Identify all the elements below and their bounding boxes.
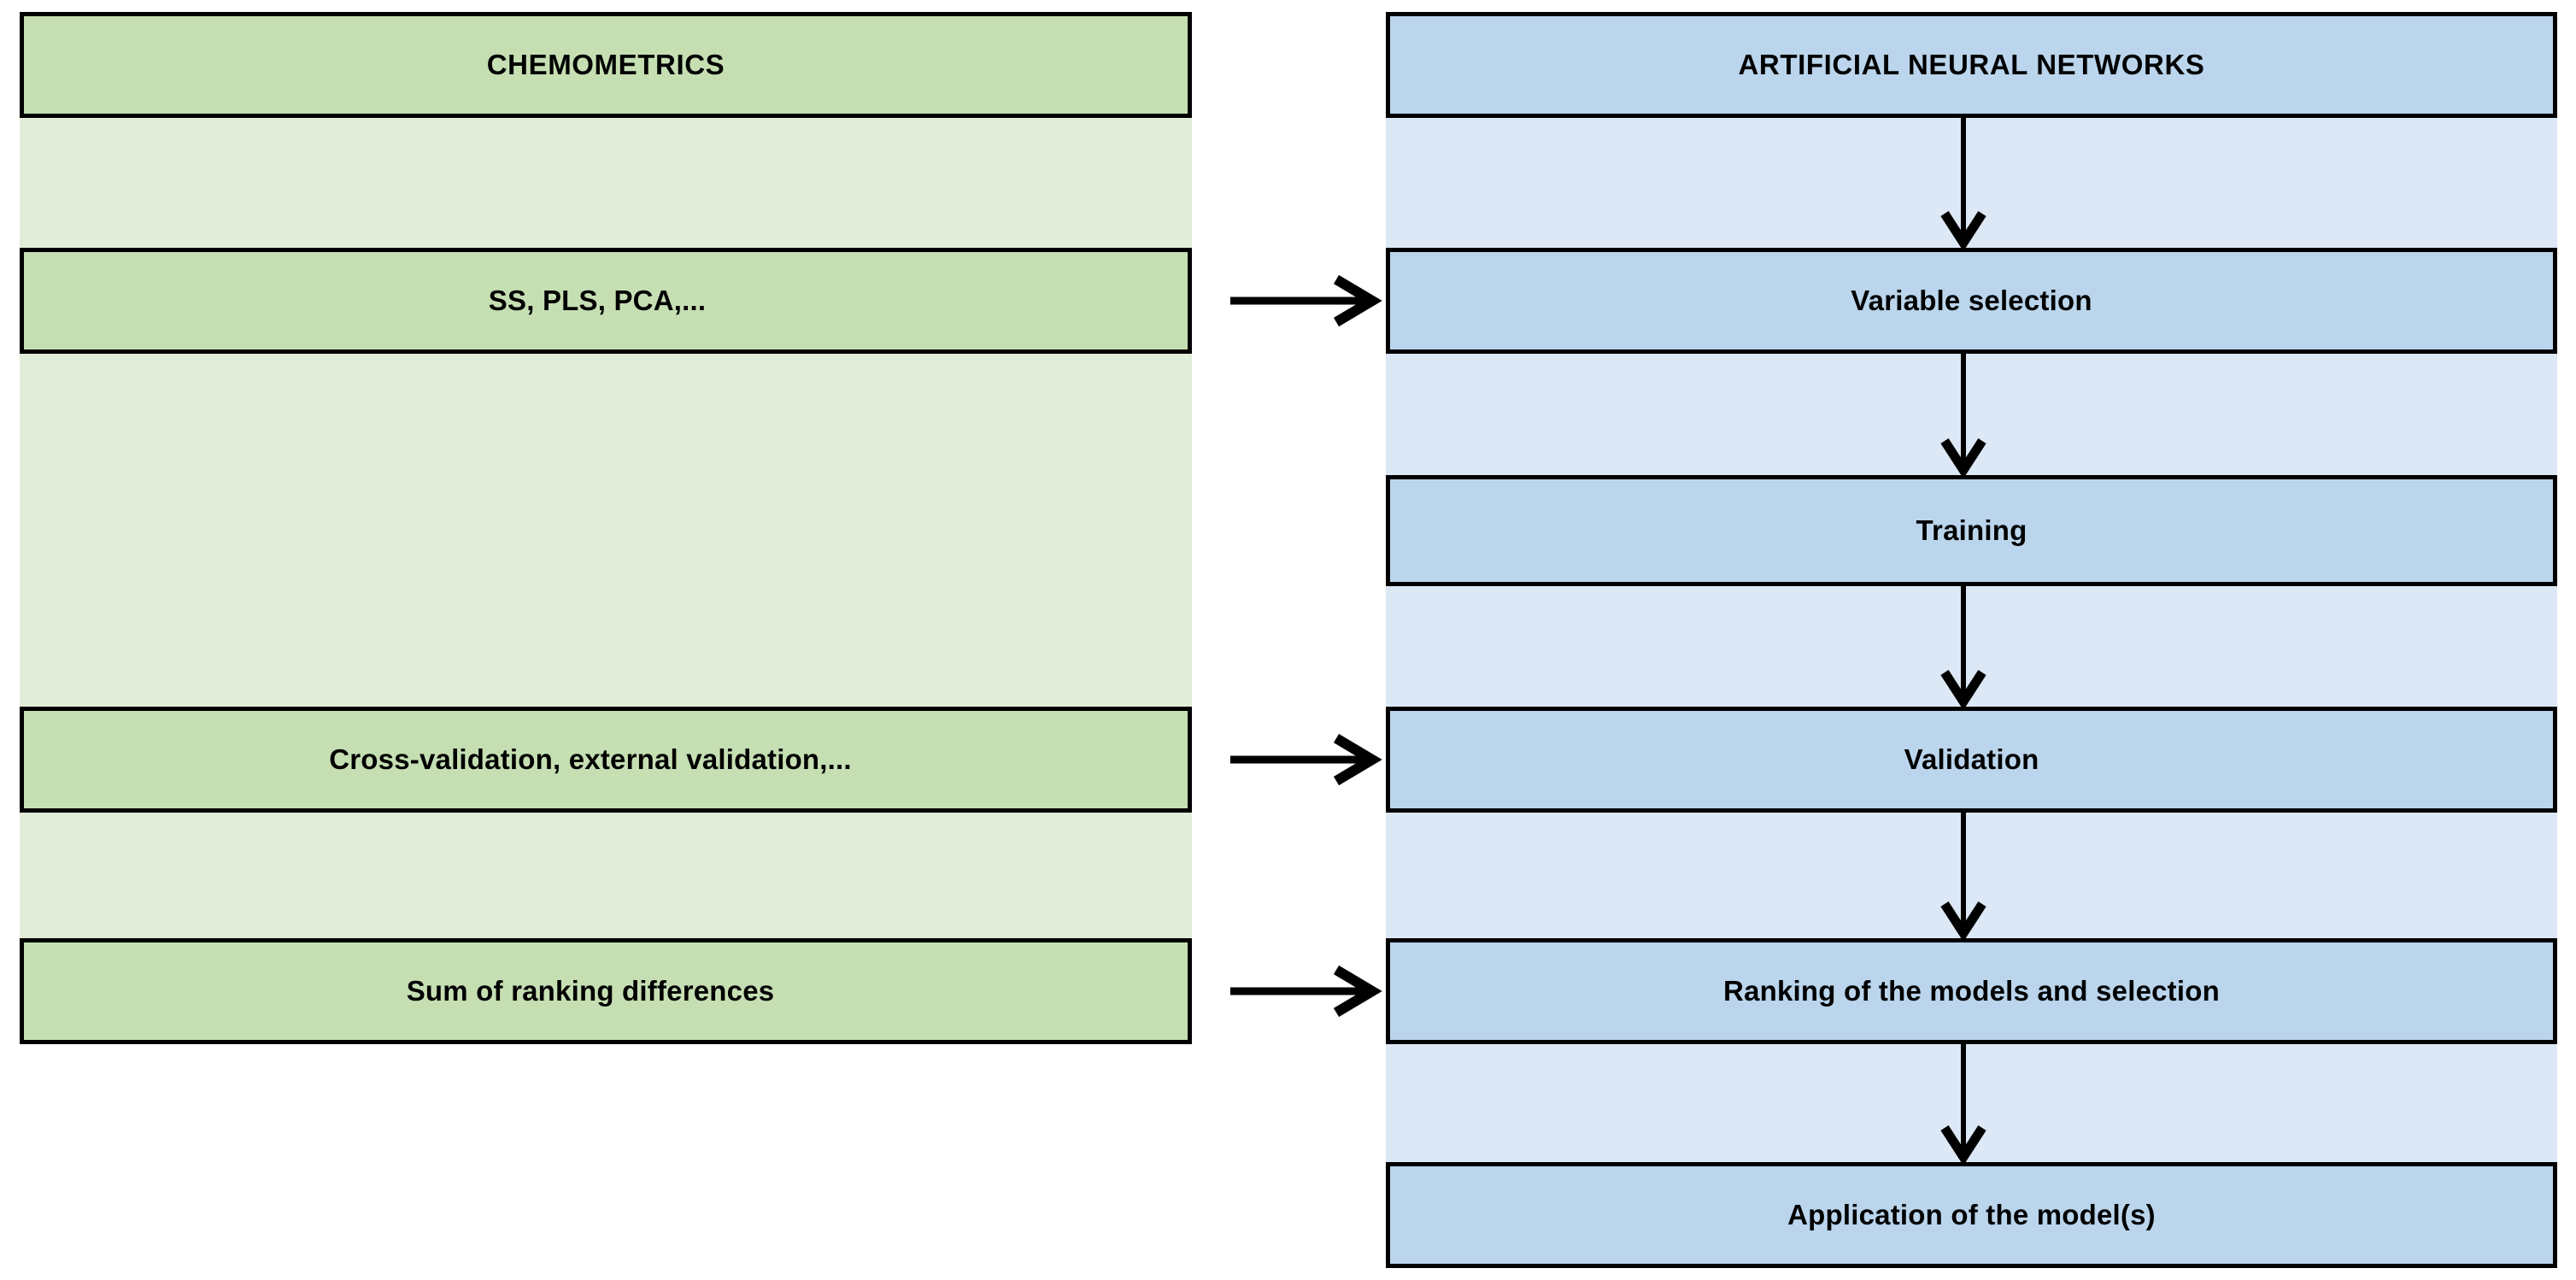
node-application-label: Application of the model(s) bbox=[1787, 1198, 2156, 1230]
chemometrics-column-band bbox=[20, 12, 1192, 1044]
node-chemometrics-header-label: CHEMOMETRICS bbox=[486, 48, 725, 80]
node-ann-header-label: ARTIFICIAL NEURAL NETWORKS bbox=[1738, 48, 2205, 80]
ann-column-band bbox=[1386, 12, 2557, 1268]
node-application[interactable]: Application of the model(s) bbox=[1386, 1162, 2557, 1268]
node-chemometrics-header[interactable]: CHEMOMETRICS bbox=[20, 12, 1192, 118]
node-ranking[interactable]: Ranking of the models and selection bbox=[1386, 938, 2557, 1044]
arrow-training-to-validation bbox=[1940, 586, 1986, 711]
node-ranking-label: Ranking of the models and selection bbox=[1723, 974, 2220, 1007]
node-validation-label: Validation bbox=[1904, 743, 2039, 775]
node-variable-selection-label: Variable selection bbox=[1851, 284, 2092, 316]
arrow-ranking-to-application bbox=[1940, 1044, 1986, 1166]
node-methods[interactable]: SS, PLS, PCA,... bbox=[20, 248, 1192, 354]
arrow-validation-methods-to-validation bbox=[1230, 733, 1382, 786]
arrow-srd-to-ranking bbox=[1230, 965, 1382, 1018]
node-validation-methods-label: Cross-validation, external validation,..… bbox=[329, 743, 852, 775]
arrow-validation-to-ranking bbox=[1940, 813, 1986, 942]
node-training-label: Training bbox=[1916, 514, 2027, 546]
node-validation-methods[interactable]: Cross-validation, external validation,..… bbox=[20, 707, 1192, 813]
arrow-ann-header-to-variable-selection bbox=[1940, 118, 1986, 252]
node-methods-label: SS, PLS, PCA,... bbox=[488, 284, 707, 316]
node-srd-label: Sum of ranking differences bbox=[406, 974, 775, 1007]
node-ann-header[interactable]: ARTIFICIAL NEURAL NETWORKS bbox=[1386, 12, 2557, 118]
arrow-variable-selection-to-training bbox=[1940, 354, 1986, 479]
node-variable-selection[interactable]: Variable selection bbox=[1386, 248, 2557, 354]
node-training[interactable]: Training bbox=[1386, 475, 2557, 586]
node-srd[interactable]: Sum of ranking differences bbox=[20, 938, 1192, 1044]
arrow-methods-to-variable-selection bbox=[1230, 274, 1382, 327]
node-validation[interactable]: Validation bbox=[1386, 707, 2557, 813]
